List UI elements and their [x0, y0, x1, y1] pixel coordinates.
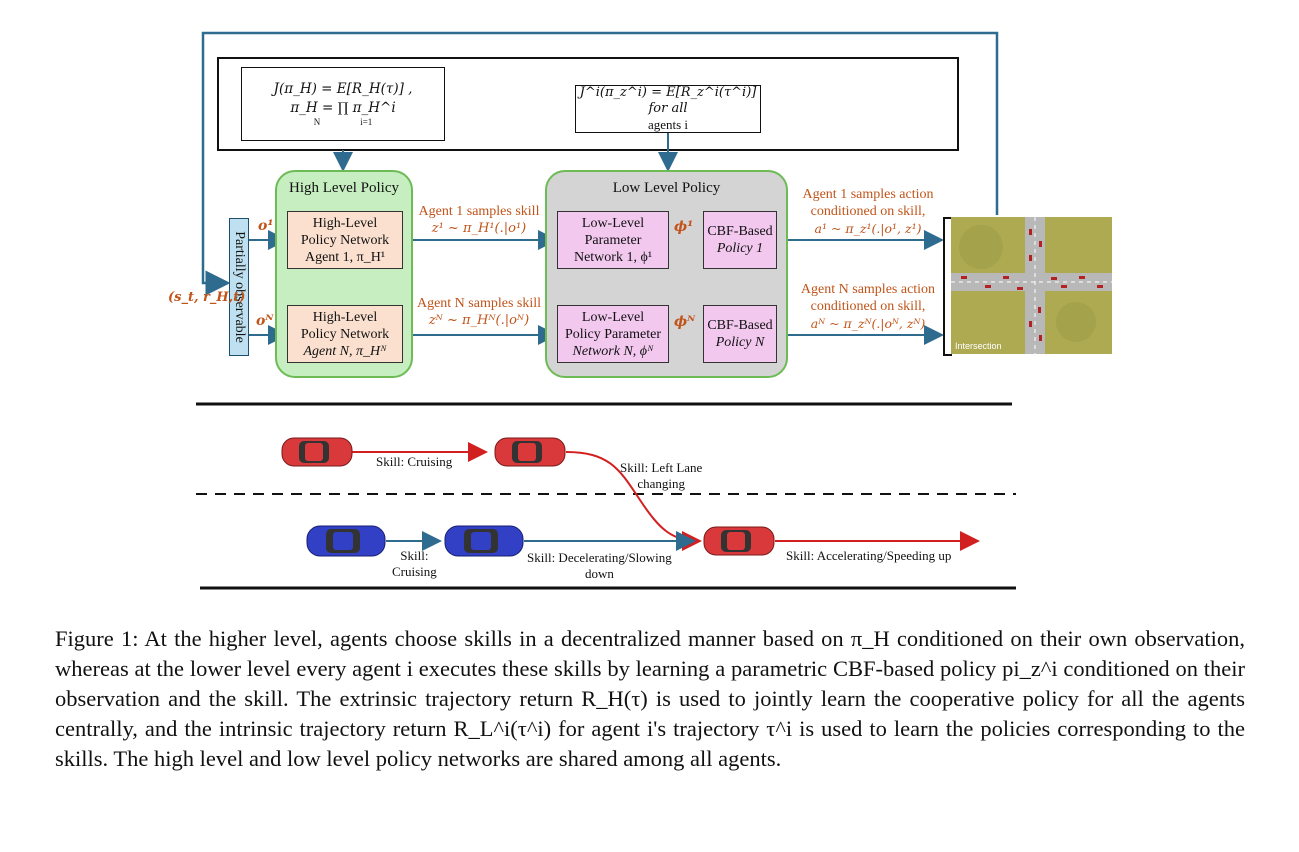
low-objective-box: J^i(π_z^i) = E[R_z^i(τ^i)] for all agent… [575, 85, 761, 133]
red-skill-2-label: Skill: Left Lane changing [620, 460, 702, 492]
red-skill-3-label: Skill: Accelerating/Speeding up [786, 548, 952, 563]
high-level-title: High Level Policy [289, 180, 399, 196]
phi-n-label: ϕᴺ [674, 314, 696, 330]
blue-skill-2-line1: Skill: Decelerating/Slowing [527, 550, 672, 565]
low-paramn-line2: Policy Parameter [564, 326, 662, 342]
high-objective-limits: N i=1 [314, 117, 373, 127]
figure-caption: Figure 1: At the higher level, agents ch… [55, 626, 1245, 771]
low-param-net-1: Low-Level Parameter Network 1, ϕ¹ [557, 211, 669, 269]
intersection-bracket [943, 217, 952, 356]
skill-label-n-line2: zᴺ ~ π_Hᴺ(.|oᴺ) [428, 313, 530, 328]
high-net1-line3: Agent 1, π_H¹ [304, 249, 386, 265]
high-level-net-1: High-Level Policy Network Agent 1, π_H¹ [287, 211, 403, 269]
blue-car-1 [306, 525, 386, 557]
action-label-1-line1: Agent 1 samples action [802, 187, 934, 202]
skill-label-1-line1: Agent 1 samples skill [418, 204, 540, 219]
red-skill-2-line1: Skill: Left Lane [620, 460, 703, 475]
blue-skill-1-label: Skill: Cruising [392, 548, 437, 580]
blue-car-2 [444, 525, 524, 557]
intersection-image: Intersection [951, 217, 1112, 354]
high-objective-line2-wrap: π_H = ∏ π_H^i [290, 100, 395, 117]
skill-label-1: Agent 1 samples skill z¹ ~ π_H¹(.|o¹) [414, 203, 544, 237]
action-label-n-line3: aᴺ ~ π_zᴺ(.|oᴺ, zᴺ) [810, 316, 926, 331]
action-label-1-line3: a¹ ~ π_z¹(.|o¹, z¹) [814, 221, 922, 236]
low-level-title: Low Level Policy [612, 180, 721, 196]
action-label-n-line1: Agent N samples action [800, 282, 936, 297]
action-label-1: Agent 1 samples action conditioned on sk… [790, 186, 946, 237]
red-car-1 [281, 437, 353, 467]
low-param1-line3: Network 1, ϕ¹ [573, 249, 653, 265]
low-paramn-line3: Network N, ϕᴺ [572, 343, 654, 359]
blue-skill-1-line1: Skill: [400, 548, 429, 563]
skill-label-n: Agent N samples skill zᴺ ~ π_Hᴺ(.|oᴺ) [414, 295, 544, 329]
low-param-net-n: Low-Level Policy Parameter Network N, ϕᴺ [557, 305, 669, 363]
blue-skill-2-label: Skill: Decelerating/Slowing down [527, 550, 672, 582]
high-netn-line1: High-Level [312, 309, 378, 325]
obs-n-label: oᴺ [256, 313, 274, 329]
cbf-policy-n: CBF-Based Policy N [703, 305, 777, 363]
prod-top: N [313, 117, 321, 127]
objective-frame [217, 57, 959, 151]
high-net1-line1: High-Level [312, 215, 378, 231]
high-net1-line2: Policy Network [300, 232, 390, 248]
skill-label-n-line1: Agent N samples skill [416, 296, 542, 311]
cbfn-line1: CBF-Based [707, 318, 773, 333]
blue-skill-2-line2: down [584, 566, 614, 581]
cbf1-line1: CBF-Based [707, 224, 773, 239]
partially-observable-label: Partially observable [232, 231, 247, 343]
partially-observable-box: Partially observable [229, 218, 249, 356]
intersection-label: Intersection [955, 341, 1002, 351]
phi-1-label: ϕ¹ [674, 219, 694, 235]
high-netn-line2: Policy Network [300, 326, 390, 342]
obs-1-label: o¹ [258, 218, 274, 234]
high-objective-line1: J(π_H) = E[R_H(τ)] , [273, 81, 413, 97]
cbf-policy-1: CBF-Based Policy 1 [703, 211, 777, 269]
low-param1-line1: Low-Level [581, 215, 645, 231]
action-label-1-line2: conditioned on skill, [810, 204, 926, 219]
high-objective-box: J(π_H) = E[R_H(τ)] , π_H = ∏ π_H^i N i=1 [241, 67, 445, 141]
action-label-n-line2: conditioned on skill, [810, 299, 926, 314]
diagram-connectors [196, 31, 1016, 590]
red-car-3 [703, 526, 775, 556]
cbfn-line2: Policy N [715, 335, 765, 350]
skill-label-1-line2: z¹ ~ π_H¹(.|o¹) [431, 221, 527, 236]
low-objective-line1: J^i(π_z^i) = E[R_z^i(τ^i)] for all [579, 85, 757, 116]
action-label-n: Agent N samples action conditioned on sk… [790, 281, 946, 332]
prod-bottom: i=1 [360, 117, 373, 127]
low-objective-line2: agents i [647, 117, 689, 132]
low-paramn-line1: Low-Level [581, 309, 645, 325]
feedback-loop-line [201, 31, 999, 296]
red-skill-1-label: Skill: Cruising [376, 454, 453, 469]
high-objective-line2: π_H = ∏ π_H^i [290, 100, 396, 116]
high-level-net-n: High-Level Policy Network Agent N, π_Hᴺ [287, 305, 403, 363]
state-input-label: (s_t, r_H,t) [168, 290, 246, 305]
low-param1-line2: Parameter [584, 232, 642, 248]
red-skill-2-line2: changing [637, 476, 685, 491]
high-netn-line3: Agent N, π_Hᴺ [303, 343, 387, 359]
blue-skill-1-line2: Cruising [392, 564, 437, 579]
cbf1-line2: Policy 1 [716, 241, 764, 256]
red-car-2 [494, 437, 566, 467]
